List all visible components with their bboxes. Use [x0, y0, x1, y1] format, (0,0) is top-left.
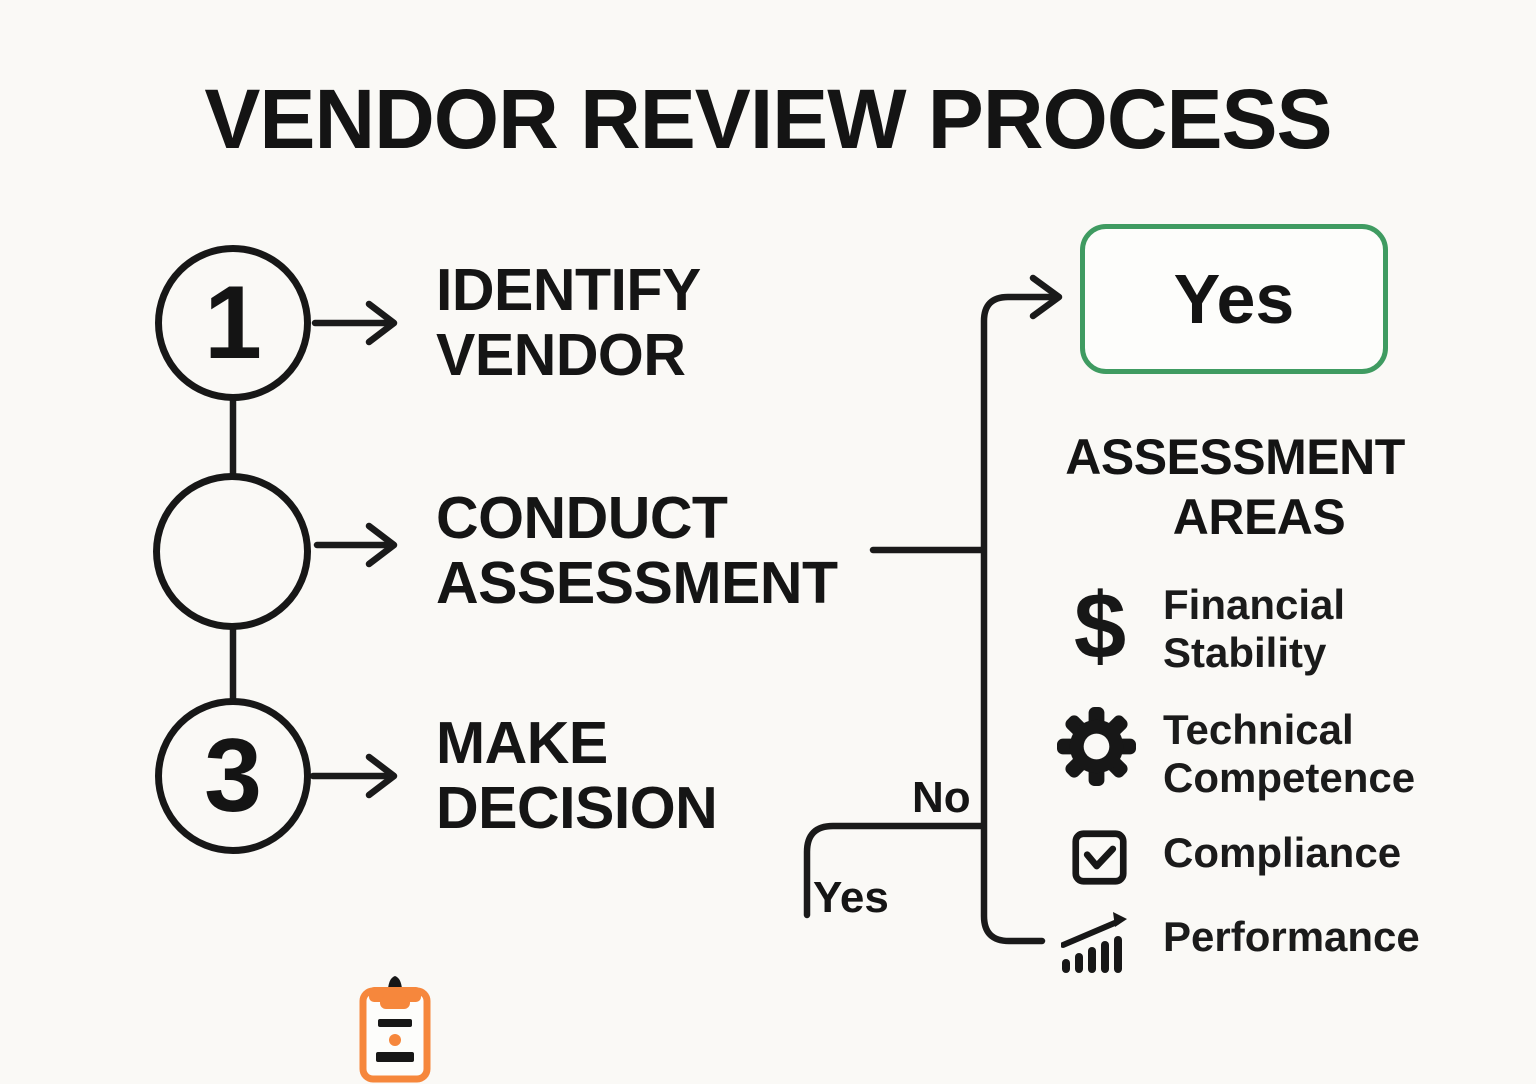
- step-3-label-line1: MAKE: [436, 710, 608, 776]
- assessment-areas-heading: ASSESSMENT AREAS: [1035, 427, 1435, 547]
- yes-branch-label: Yes: [813, 873, 889, 922]
- arrow-step1-head: [365, 300, 398, 346]
- assessment-areas-heading-line1: ASSESSMENT: [1065, 429, 1405, 485]
- yes-outcome-label: Yes: [1173, 260, 1295, 338]
- assessment-item-label: Financial Stability: [1163, 581, 1346, 676]
- bar-chart-trend-icon: [1061, 911, 1131, 973]
- step-1-circle: 1: [155, 245, 311, 401]
- clipboard-icon: [358, 974, 432, 1084]
- step-2-label-line2: ASSESSMENT: [436, 550, 838, 616]
- step-2-label: CONDUCT ASSESSMENT: [436, 486, 838, 616]
- arrow-step3-head: [365, 753, 398, 799]
- diagram-title: VENDOR REVIEW PROCESS: [204, 72, 1332, 166]
- step-3-label-line2: DECISION: [436, 775, 718, 841]
- gear-icon: [1057, 707, 1136, 786]
- step-1-label: IDENTIFY VENDOR: [436, 258, 701, 388]
- connector-trunk: [980, 293, 1058, 945]
- step-3-circle: 3: [155, 698, 311, 854]
- step-1-number: 1: [204, 265, 262, 381]
- step-2-label-line1: CONDUCT: [436, 485, 728, 551]
- step-2-circle: [153, 473, 431, 1083]
- arrow-yes-box-head: [1029, 274, 1063, 320]
- vendor-review-process-diagram: VENDOR REVIEW PROCESS 1 IDENTIFY VENDOR …: [153, 72, 1435, 1083]
- dollar-sign-icon: $: [1073, 573, 1127, 678]
- checkbox-check-icon: [1071, 829, 1128, 886]
- assessment-areas-heading-line2: AREAS: [1172, 489, 1346, 545]
- no-branch-label: No: [912, 773, 971, 822]
- yes-outcome-box: Yes: [1080, 224, 1388, 374]
- step-1-label-line1: IDENTIFY: [436, 257, 701, 323]
- arrow-step2-head: [365, 522, 398, 568]
- step-1-label-line2: VENDOR: [436, 322, 686, 388]
- assessment-item-label: Compliance: [1163, 829, 1402, 876]
- step-3-label: MAKE DECISION: [436, 710, 718, 841]
- assessment-item-label: Performance: [1163, 913, 1420, 960]
- assessment-item-label: Technical Competence: [1163, 706, 1416, 801]
- step-3-number: 3: [204, 718, 262, 834]
